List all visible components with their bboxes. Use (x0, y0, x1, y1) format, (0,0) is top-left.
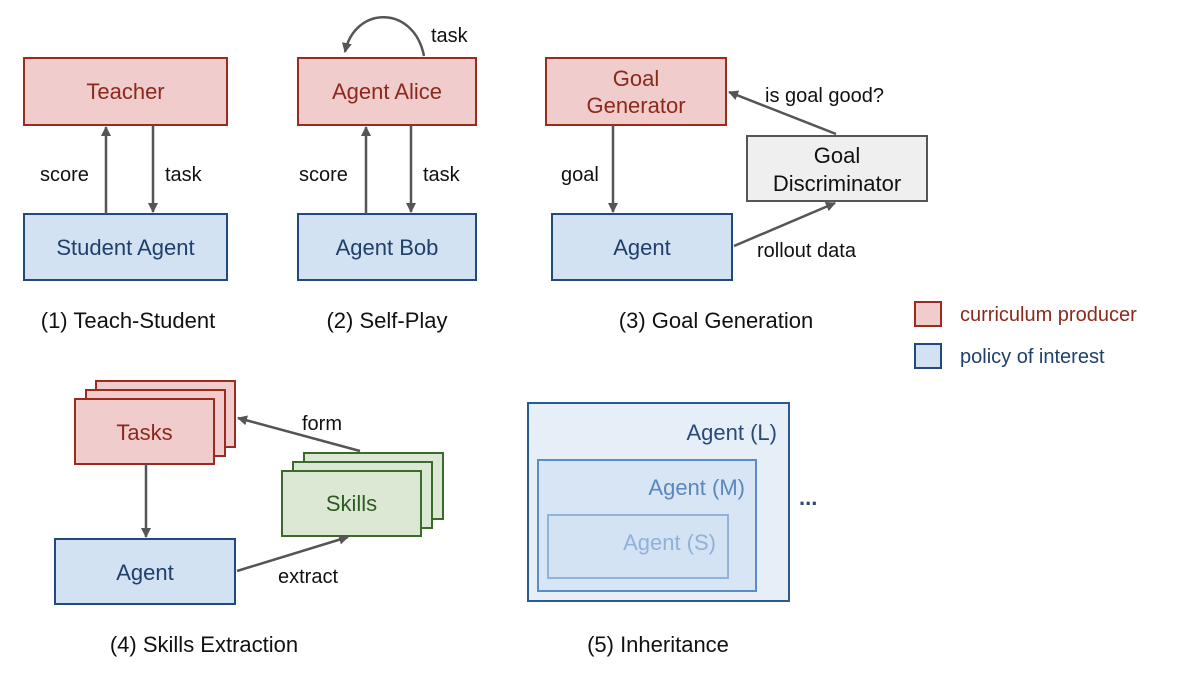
legend-policy-swatch (914, 343, 942, 369)
form-arrow (237, 415, 361, 453)
task-label-2: task (423, 164, 461, 186)
goal-discriminator-box (746, 135, 928, 202)
goal-discriminator-label-line1: Goal (814, 143, 860, 168)
is-goal-good-label: is goal good? (765, 85, 884, 107)
agent-box-3 (551, 213, 733, 281)
score-label-2: score (299, 164, 348, 186)
form-label: form (302, 413, 342, 435)
goal-generator-box (545, 57, 727, 126)
goal-label: goal (561, 164, 599, 186)
tasks-label: Tasks (116, 420, 172, 445)
inheritance-ellipsis: ... (799, 485, 817, 510)
agent-bob-box (297, 213, 477, 281)
panel-self-play: Agent Alice Agent Bob task score task (2… (297, 16, 477, 333)
panel-teach-student: Teacher Student Agent score task (1) Tea… (23, 57, 228, 333)
agent-s-label: Agent (S) (623, 530, 716, 555)
student-agent-label: Student Agent (56, 235, 194, 260)
goal-discriminator-label-line2: Discriminator (773, 171, 901, 196)
caption-inheritance: (5) Inheritance (587, 632, 729, 657)
goal-generator-label-line2: Generator (586, 93, 685, 118)
is-goal-good-arrow (728, 90, 837, 136)
agent-bob-label: Agent Bob (336, 235, 439, 260)
caption-goal-generation: (3) Goal Generation (619, 308, 813, 333)
caption-teach-student: (1) Teach-Student (41, 308, 215, 333)
agent-box-4 (54, 538, 236, 605)
agent-label-3: Agent (613, 235, 671, 260)
caption-skills-extraction: (4) Skills Extraction (110, 632, 298, 657)
extract-label: extract (278, 566, 338, 588)
rollout-arrow (733, 201, 836, 248)
loop-task-label: task (431, 25, 469, 47)
extract-arrow (236, 534, 349, 573)
self-loop-arrow (341, 16, 426, 57)
legend-policy-label: policy of interest (960, 346, 1105, 368)
agent-alice-label: Agent Alice (332, 79, 442, 104)
agent-alice-box (297, 57, 477, 126)
legend: curriculum producer policy of interest (914, 301, 1137, 369)
caption-self-play: (2) Self-Play (326, 308, 447, 333)
skills-box (281, 470, 422, 537)
agent-m-label: Agent (M) (648, 475, 745, 500)
task-label: task (165, 164, 203, 186)
teacher-label: Teacher (86, 79, 164, 104)
agent-label-4: Agent (116, 560, 174, 585)
tasks-box (74, 398, 215, 465)
legend-producer-swatch (914, 301, 942, 327)
rollout-label: rollout data (757, 240, 857, 262)
panel-goal-generation: Goal Generator Goal Discriminator Agent … (545, 57, 928, 333)
teacher-box (23, 57, 228, 126)
legend-producer-label: curriculum producer (960, 304, 1137, 326)
panel-inheritance: Agent (L) Agent (M) Agent (S) ... (5) In… (527, 402, 817, 657)
goal-generator-label-line1: Goal (613, 66, 659, 91)
panel-skills-extraction: Tasks Skills Agent form extract (4) Skil… (54, 380, 444, 657)
agent-s-box (547, 514, 729, 579)
student-agent-box (23, 213, 228, 281)
score-label: score (40, 164, 89, 186)
skills-label: Skills (326, 491, 377, 516)
agent-l-label: Agent (L) (687, 420, 778, 445)
